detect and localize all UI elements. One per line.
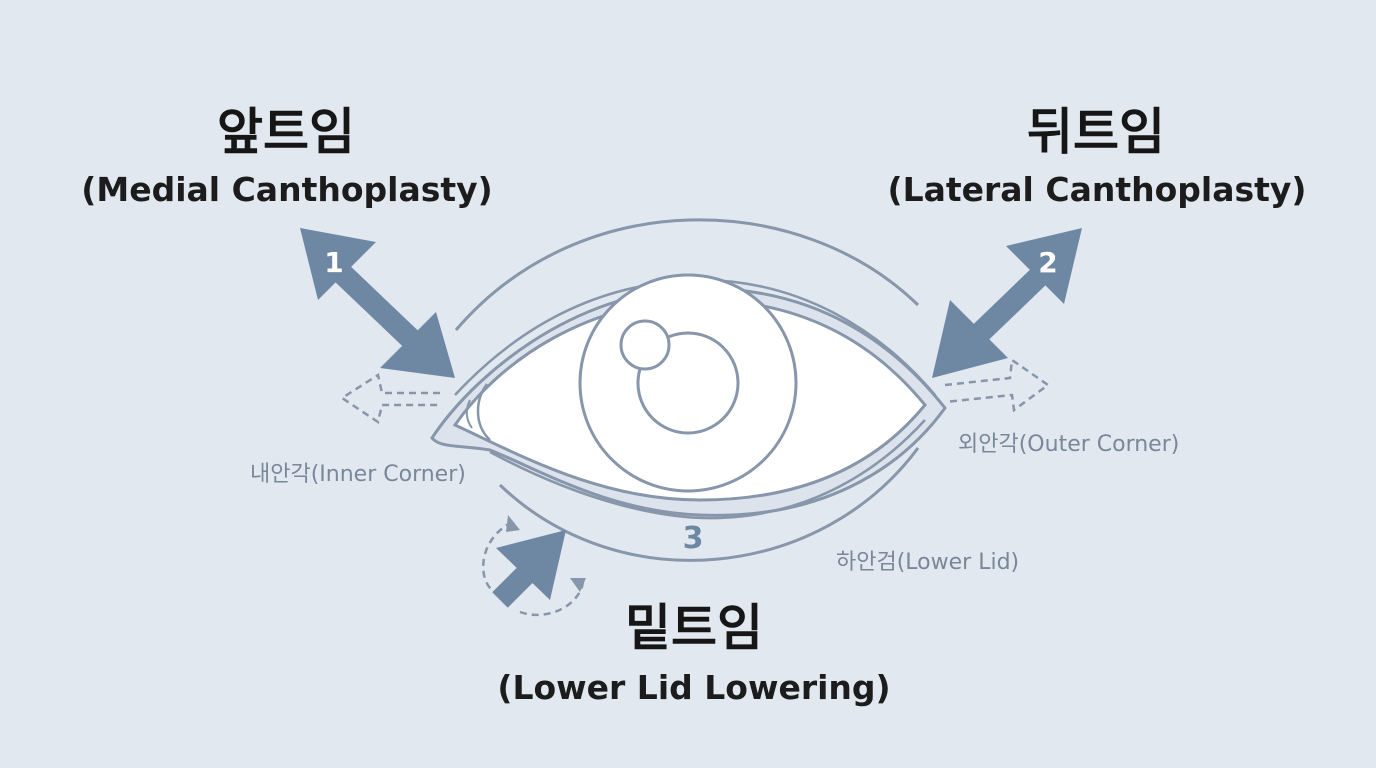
inner-corner-label: 내안각(Inner Corner) [250,462,466,487]
inner-corner-fold [465,399,473,429]
lateral-title-ko: 뒤트임 [1027,103,1165,161]
medial-arrow [300,228,455,378]
lower-dashed-tip-right [570,578,586,592]
lower-dashed-tip-top [506,515,520,532]
lower-dashed-curve [481,520,585,617]
inner-corner-caruncle [476,383,491,441]
outer-corner-label: 외안각(Outer Corner) [958,432,1180,457]
lower-title-ko: 밑트임 [625,599,763,657]
medial-title-en: (Medial Canthoplasty) [81,170,493,209]
lower-lid-line [489,419,926,520]
lateral-number: 2 [1038,246,1057,279]
lateral-arrow [932,228,1082,378]
lower-lid-label: 하안검(Lower Lid) [836,550,1020,575]
upper-outer-arc [454,218,920,331]
eye-highlight [619,319,671,371]
inner-dashed-arrow [339,372,440,425]
medial-number: 1 [324,246,343,279]
lower-outer-arc [498,447,920,562]
medial-title-ko: 앞트임 [217,103,355,161]
lower-number: 3 [683,521,704,556]
outer-dashed-arrow [944,357,1051,413]
lower-arrow [492,530,566,608]
lower-title-en: (Lower Lid Lowering) [497,668,891,707]
lateral-title-en: (Lateral Canthoplasty) [887,170,1307,209]
